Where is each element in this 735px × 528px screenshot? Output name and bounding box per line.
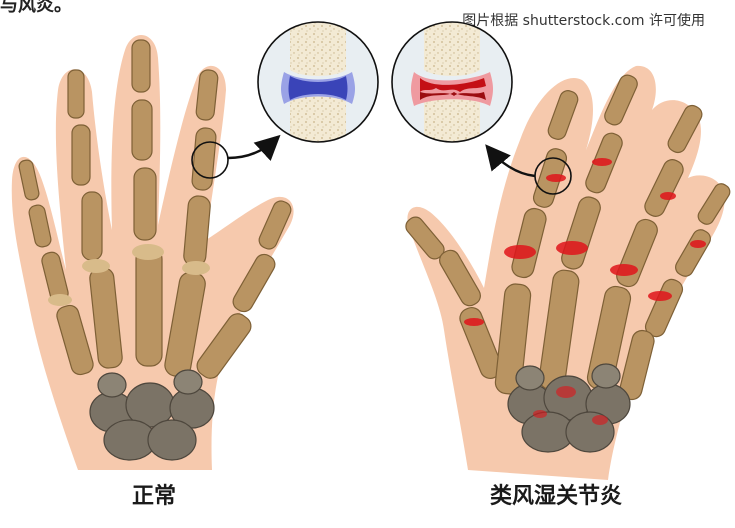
normal-hand xyxy=(12,35,294,470)
normal-label: 正常 xyxy=(54,478,254,510)
ra-joint-zoom xyxy=(392,22,512,142)
rheumatoid-label: 类风湿关节炎 xyxy=(456,478,656,510)
normal-pointer-arrow xyxy=(228,140,275,158)
normal-joint-zoom xyxy=(258,22,378,142)
